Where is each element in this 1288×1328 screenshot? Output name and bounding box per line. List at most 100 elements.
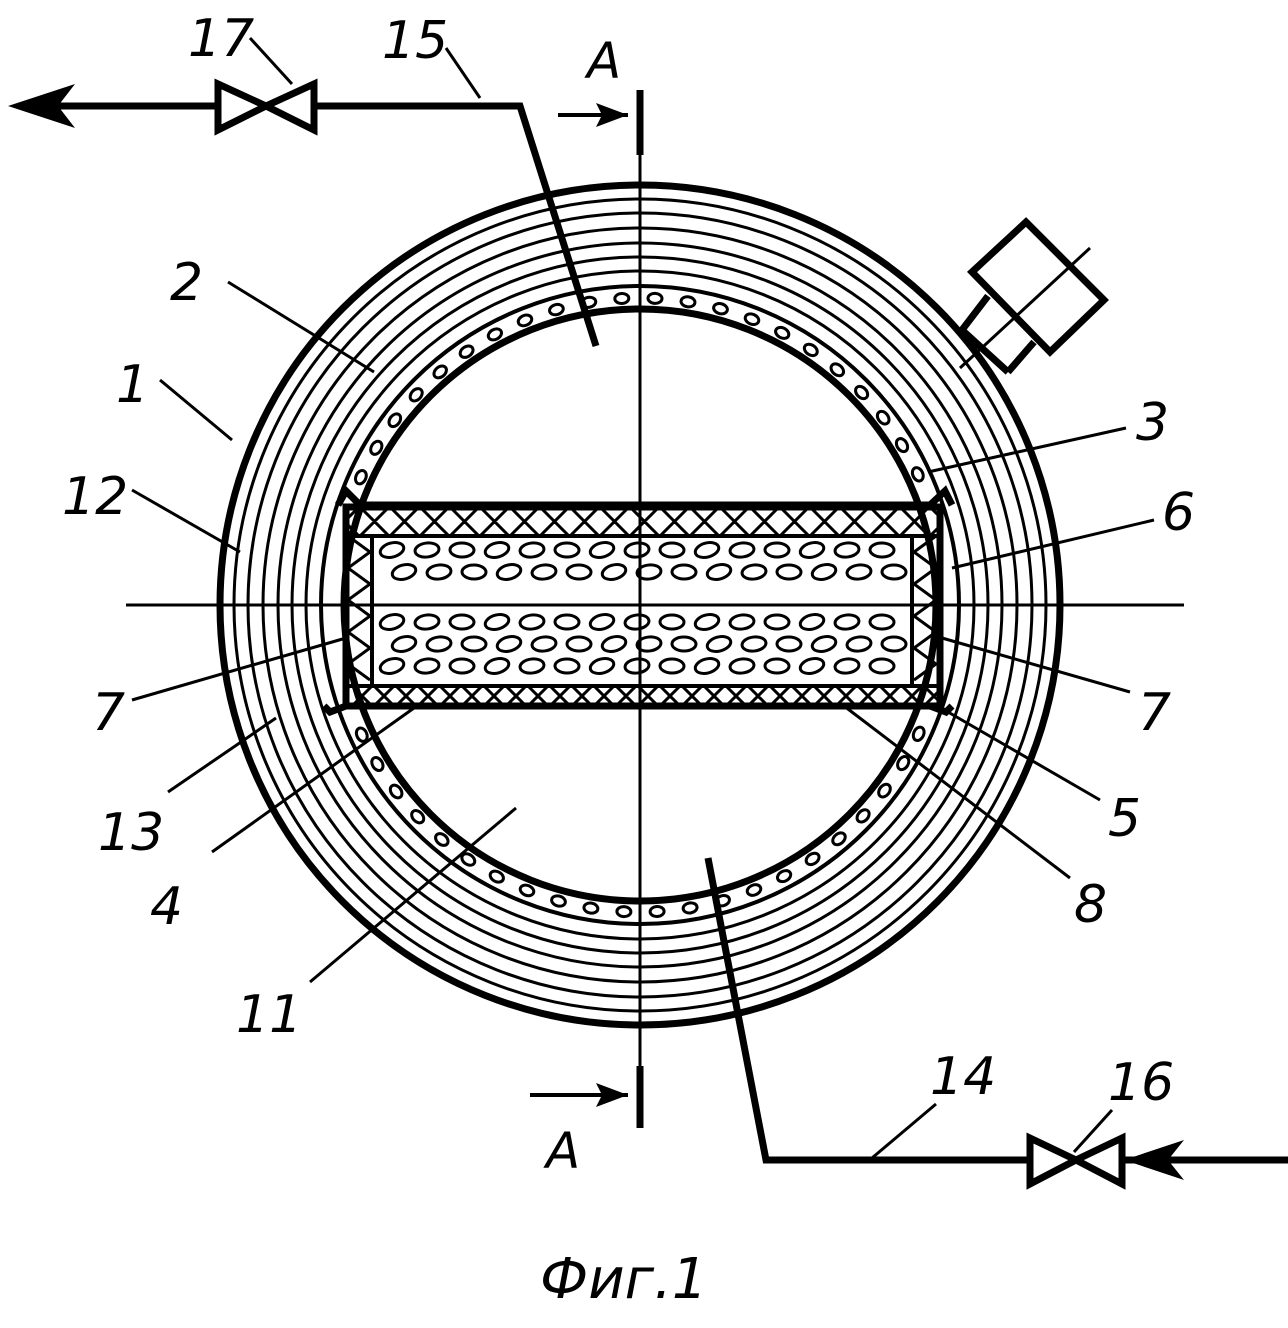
pellet: [414, 658, 440, 675]
pellet: [589, 540, 616, 560]
label-12: 12: [62, 467, 128, 527]
label-16: 16: [1108, 1053, 1174, 1113]
pellet: [496, 634, 523, 654]
label-11: 11: [236, 985, 302, 1045]
pellet: [870, 543, 894, 557]
pellet: [765, 543, 789, 557]
heating-bead: [583, 902, 598, 914]
pellet: [426, 636, 452, 653]
pellet: [870, 659, 894, 673]
pellet: [414, 542, 440, 559]
pellet: [799, 612, 826, 632]
pellet: [414, 614, 440, 631]
label-8: 8: [1074, 875, 1107, 935]
pellet: [484, 612, 511, 632]
pellet: [882, 637, 906, 651]
pellet: [450, 615, 474, 629]
pellet: [567, 637, 591, 651]
heating-bead: [680, 296, 695, 308]
heating-bead: [550, 894, 566, 907]
pellet: [706, 562, 733, 582]
label-4: 4: [150, 877, 183, 937]
pellet: [450, 659, 474, 673]
pellet: [694, 656, 721, 676]
label-3: 3: [1136, 393, 1169, 453]
pellet: [519, 542, 545, 559]
label-2: 2: [170, 253, 203, 313]
label-1: 1: [116, 355, 149, 415]
inlet-pipe: [708, 858, 1288, 1184]
pellet: [660, 543, 684, 557]
section-letter-bottom: A: [543, 1122, 580, 1180]
pellet: [450, 543, 474, 557]
pellet: [765, 659, 789, 673]
pellet: [555, 543, 579, 557]
pellet: [624, 658, 650, 675]
section-letter-top: A: [584, 32, 621, 90]
pellet: [811, 562, 838, 582]
connector-box: [960, 222, 1104, 372]
reference-labels: 17 15 2 1 12 7 13 4 11 3 6 7 5 8 14 16: [62, 9, 1195, 1113]
pellet: [462, 565, 486, 579]
pellet: [660, 615, 684, 629]
pellet: [519, 614, 545, 631]
pellet: [777, 637, 801, 651]
pellet: [811, 634, 838, 654]
label-7-left: 7: [92, 683, 125, 743]
pellet: [601, 562, 628, 582]
pellet: [555, 615, 579, 629]
upper-ledge: [338, 491, 952, 505]
pellet: [379, 612, 406, 632]
pellet: [484, 656, 511, 676]
pellet: [589, 656, 616, 676]
pellet: [379, 656, 406, 676]
pellet: [846, 636, 872, 653]
pellet: [519, 658, 545, 675]
pellet: [729, 542, 755, 559]
pellet: [741, 636, 767, 653]
heating-bead: [353, 469, 368, 486]
label-15: 15: [382, 11, 448, 71]
outlet-pipe: [8, 84, 596, 346]
heating-bead: [682, 902, 697, 914]
heating-bead: [911, 725, 926, 742]
pellet: [834, 658, 860, 675]
pellet: [624, 614, 650, 631]
label-6: 6: [1162, 483, 1195, 543]
pellet: [462, 637, 486, 651]
label-17: 17: [188, 9, 254, 69]
heating-bead: [548, 303, 564, 316]
label-14: 14: [930, 1047, 996, 1107]
heating-bead: [617, 906, 632, 917]
heating-bead: [746, 883, 763, 897]
pellet: [672, 565, 696, 579]
pellet: [601, 634, 628, 654]
section-mark-bottom: A: [530, 1083, 628, 1180]
pellet: [624, 542, 650, 559]
heating-bead: [615, 293, 630, 304]
center-lines: [126, 90, 1184, 1128]
heating-bead: [517, 313, 534, 328]
pellet: [672, 637, 696, 651]
section-mark-top: A: [558, 32, 628, 127]
pellet: [799, 656, 826, 676]
pellet: [741, 564, 767, 581]
pellet: [379, 540, 406, 560]
pellet: [706, 634, 733, 654]
valve-17-icon: [218, 84, 314, 130]
pellet: [799, 540, 826, 560]
pellet: [660, 659, 684, 673]
heating-bead: [744, 312, 761, 326]
heating-bead: [774, 325, 791, 340]
pellet: [694, 540, 721, 560]
pellet: [834, 614, 860, 631]
pellet: [729, 658, 755, 675]
pellet: [391, 634, 418, 654]
heating-bead: [910, 466, 925, 483]
sample-pellets: [379, 540, 907, 676]
pellet: [426, 564, 452, 581]
cassette: [324, 491, 966, 712]
pellet: [834, 542, 860, 559]
pellet: [694, 612, 721, 632]
pellet: [882, 565, 906, 579]
